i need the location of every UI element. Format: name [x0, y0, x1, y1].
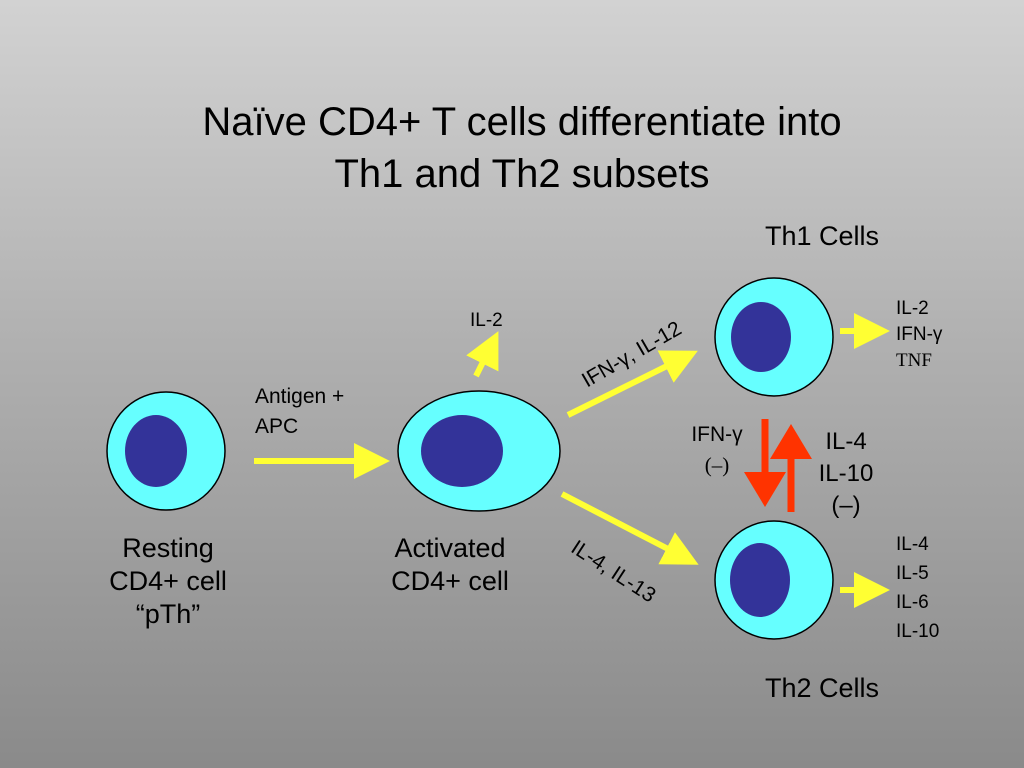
- th1-cytokine-1: IL-2: [896, 298, 929, 319]
- th1-cell-nucleus: [731, 302, 791, 372]
- th2-cytokine-4: IL-10: [896, 621, 940, 642]
- activation-label-line-1: Antigen +: [255, 385, 345, 408]
- resting-label-line-3: “pTh”: [135, 599, 201, 629]
- th2-cytokine-1: IL-4: [896, 534, 929, 555]
- activated-label-line-2: CD4+ cell: [391, 566, 509, 596]
- resting-cell: [106, 391, 226, 511]
- activated-label-line-1: Activated: [394, 533, 506, 563]
- resting-label-line-1: Resting: [122, 533, 214, 563]
- activation-label-line-2: APC: [255, 415, 299, 438]
- title-line-2: Th1 and Th2 subsets: [334, 152, 710, 196]
- activated-cell: [397, 390, 561, 512]
- il2-secreted-label: IL-2: [470, 310, 503, 331]
- activated-cell-label: Activated CD4+ cell: [360, 532, 540, 598]
- th2-cytokine-2: IL-5: [896, 563, 929, 584]
- resting-cell-nucleus: [125, 415, 187, 487]
- activation-label: Antigen + APC: [255, 382, 344, 442]
- th2-cell-nucleus: [730, 543, 790, 617]
- th2-differentiation-arrow: [560, 491, 699, 565]
- th1-cytokine-list: IL-2 IFN-γ TNF: [896, 296, 942, 374]
- th2-inhibition-label: IL-4 IL-10 (–): [806, 426, 886, 522]
- th1-cells-heading: Th1 Cells: [765, 221, 880, 251]
- th2-inhibition-effect: (–): [831, 492, 861, 519]
- th2-cells-heading: Th2 Cells: [765, 673, 880, 703]
- resting-cell-label: Resting CD4+ cell “pTh”: [78, 532, 258, 631]
- th1-inhibition-label: IFN-γ (–): [672, 420, 762, 480]
- th2-cytokine-3: IL-6: [896, 592, 929, 613]
- slide-title: Naïve CD4+ T cells differentiate into Th…: [0, 96, 1024, 200]
- th1-inhibition-effect: (–): [704, 453, 730, 477]
- resting-label-line-2: CD4+ cell: [109, 566, 227, 596]
- th2-inhibition-cytokine-1: IL-4: [825, 428, 867, 455]
- il2-secretion-arrow: [466, 331, 499, 378]
- th2-inhibition-cytokine-2: IL-10: [818, 460, 874, 487]
- th1-cell: [714, 277, 834, 397]
- th2-cytokine-list: IL-4 IL-5 IL-6 IL-10: [896, 530, 939, 646]
- th2-cell: [714, 520, 834, 640]
- th1-inhibition-cytokine: IFN-γ: [691, 423, 743, 446]
- th1-cytokine-2: IFN-γ: [896, 324, 943, 345]
- th1-cytokine-3: TNF: [896, 350, 932, 371]
- th1-differentiation-arrow: [566, 350, 698, 418]
- activated-cell-nucleus: [421, 415, 503, 487]
- title-line-1: Naïve CD4+ T cells differentiate into: [202, 100, 842, 144]
